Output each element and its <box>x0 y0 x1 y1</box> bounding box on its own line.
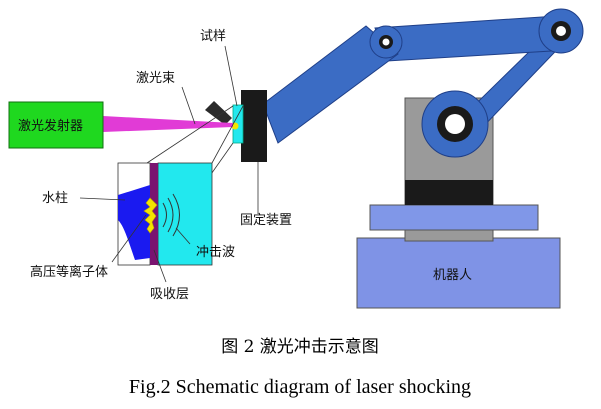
robot-mount-plate <box>369 204 539 231</box>
robot-base <box>356 237 561 309</box>
leader-water-column <box>79 197 126 201</box>
shock-wave-label: 冲击波 <box>196 245 235 260</box>
absorb-layer-label: 吸收层 <box>150 287 189 302</box>
leader-laser-beam <box>181 86 196 125</box>
fixture <box>241 90 267 162</box>
water-nozzle <box>205 101 232 125</box>
inset-specimen <box>157 162 213 266</box>
plasma-label: 高压等离子体 <box>30 264 108 280</box>
robot-elbow-hole <box>556 26 566 36</box>
robot-collar <box>405 180 493 205</box>
shock-wave-arc-2 <box>167 197 174 233</box>
caption-english: Fig.2 Schematic diagram of laser shockin… <box>129 376 471 398</box>
shock-wave-arc-3 <box>172 193 180 237</box>
robot-shoulder-hole <box>445 114 465 134</box>
zoom-line-right <box>211 105 244 164</box>
laser-beam <box>103 116 233 132</box>
leader-plasma <box>111 214 147 263</box>
robot-wrist-hole <box>382 38 390 46</box>
inset-plasma <box>143 197 158 234</box>
laser-system: 激光发射器 <box>8 101 233 149</box>
zoom-line-top <box>146 105 234 164</box>
leader-lines <box>79 45 259 283</box>
robot: 机器人 <box>262 8 584 309</box>
fixture-assembly <box>205 90 267 162</box>
robot-label: 机器人 <box>433 268 472 283</box>
zoom-inset <box>117 105 244 266</box>
fixture-label: 固定装置 <box>240 213 292 228</box>
laser-emitter-label: 激光发射器 <box>18 118 83 134</box>
leader-specimen <box>224 45 238 107</box>
leader-shock-wave <box>175 227 191 245</box>
laser-beam-label: 激光束 <box>136 71 175 86</box>
leader-absorb-layer <box>153 249 167 283</box>
water-column-label: 水柱 <box>42 191 68 206</box>
specimen-label: 试样 <box>200 29 226 44</box>
inset-water-column <box>118 185 150 260</box>
laser-emitter <box>8 101 104 149</box>
shock-wave-arc-1 <box>162 202 167 228</box>
caption-chinese: 图 2 激光冲击示意图 <box>221 337 379 357</box>
